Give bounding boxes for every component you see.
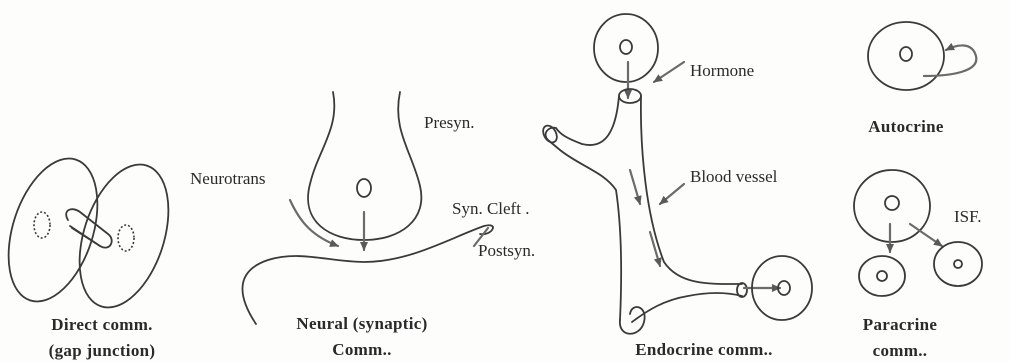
direct-comm-caption-2: (gap junction) [49,341,156,360]
label-presyn: Presyn. [424,113,475,132]
paracrine-panel: ISF. Paracrine comm.. [854,170,982,360]
label-blood-vessel: Blood vessel [690,167,778,186]
autocrine-loop-arrow [924,45,976,76]
neighbor-cell-left [859,256,905,296]
neural-comm-caption-2: Comm.. [332,340,391,359]
neurotrans-pointer [290,200,338,246]
endocrine-comm-caption: Endocrine comm.. [635,340,772,359]
paracrine-nucleus [885,196,899,210]
neural-comm-caption-1: Neural (synaptic) [296,314,427,333]
blood-vessel [540,89,747,334]
label-syn-cleft: Syn. Cleft . [452,199,529,218]
autocrine-panel: Autocrine [868,22,976,136]
autocrine-nucleus [900,47,912,61]
neural-comm-panel: Presyn. Neurotrans Syn. Cleft . Postsyn.… [190,92,535,359]
label-hormone: Hormone [690,61,754,80]
label-isf: ISF. [954,207,981,226]
hormone-pointer [654,62,684,82]
vessel-pointer [660,184,684,204]
label-neurotrans: Neurotrans [190,169,266,188]
neighbor-cell-right [934,242,982,286]
synaptic-vesicle [357,179,371,197]
cell-right [63,153,185,318]
endocrine-cell [594,14,658,82]
paracrine-caption-1: Paracrine [863,315,938,334]
paracrine-caption-2: comm.. [873,341,928,360]
flow-arrow-1 [630,170,640,204]
endocrine-comm-panel: Hormone Blood vessel Endocrine comm.. [540,14,812,359]
cell-left [0,147,114,312]
autocrine-caption: Autocrine [868,117,944,136]
direct-comm-panel: Direct comm. (gap junction) [0,147,185,360]
autocrine-cell [868,22,944,90]
label-postsyn: Postsyn. [478,241,535,260]
direct-comm-caption-1: Direct comm. [51,315,152,334]
